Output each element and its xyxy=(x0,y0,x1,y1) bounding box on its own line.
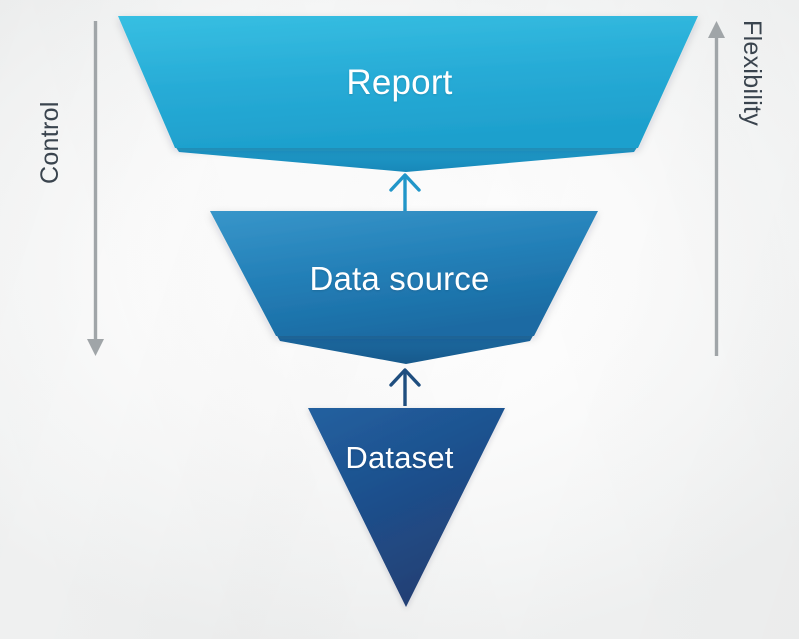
flexibility-axis-arrowhead xyxy=(708,21,725,38)
connector-datasource-to-report xyxy=(389,173,421,211)
report-shape xyxy=(118,16,698,148)
dataset-shape xyxy=(308,408,505,607)
control-axis-label: Control xyxy=(36,101,64,184)
report-fold-shadow xyxy=(175,146,638,172)
connector-dataset-to-datasource xyxy=(389,368,421,406)
funnel-stage-data-source[interactable] xyxy=(210,211,598,364)
flexibility-axis xyxy=(708,21,725,356)
control-axis xyxy=(87,21,104,356)
funnel-stage-report[interactable] xyxy=(118,16,698,172)
control-axis-arrowhead xyxy=(87,339,104,356)
funnel-stage-dataset[interactable] xyxy=(308,408,505,607)
data-source-fold-shadow xyxy=(276,334,534,364)
data-source-shape xyxy=(210,211,598,336)
flexibility-axis-label: Flexibility xyxy=(738,20,766,127)
